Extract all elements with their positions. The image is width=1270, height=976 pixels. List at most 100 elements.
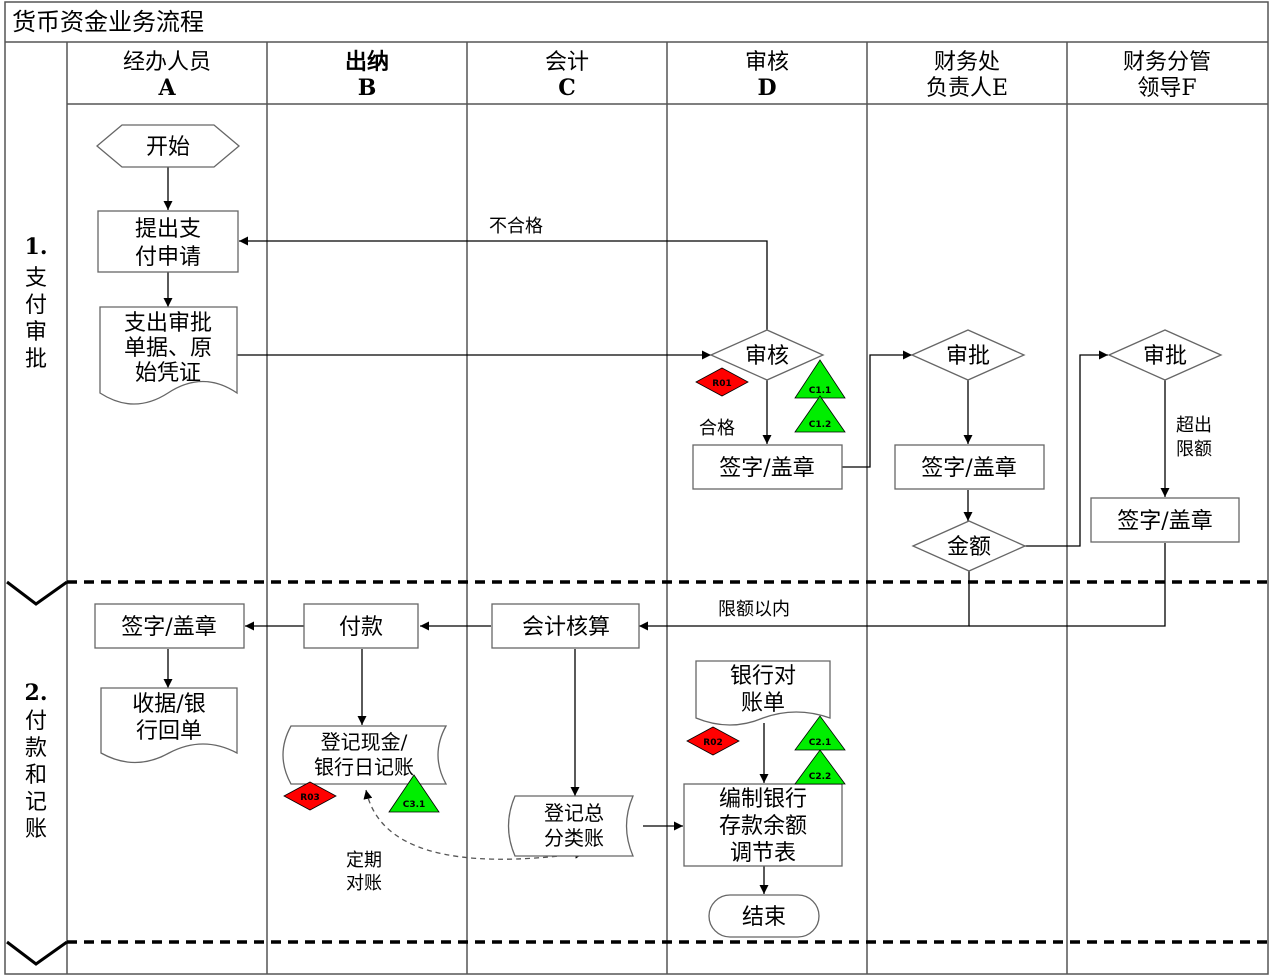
node-apply: 提出支 付申请: [97, 210, 239, 273]
node-amount: 金额: [911, 520, 1027, 572]
node-bank-statement-line: 账单: [741, 691, 785, 716]
node-end: 结束: [708, 894, 820, 938]
node-sign-f: 签字/盖章: [1090, 497, 1240, 543]
node-bank-statement-line: 银行对: [730, 664, 796, 689]
node-apply-line: 提出支: [135, 217, 201, 242]
control-badge-c1-1-label: C1.1: [809, 386, 832, 396]
lane-e-code: 负责人E: [926, 76, 1008, 101]
node-accounting-label: 会计核算: [522, 615, 610, 640]
node-docs-line: 始凭证: [135, 361, 201, 386]
edge-labels: 不合格 合格 超出 限额 限额以内 定期 对账: [346, 216, 1212, 894]
label-pass: 合格: [699, 418, 735, 439]
node-receipt: 收据/银 行回单: [100, 687, 238, 764]
node-approve-e: 审批: [910, 329, 1026, 381]
label-over-limit: 超出: [1176, 415, 1212, 436]
risk-badge-r01: R01: [695, 367, 749, 397]
edge-periodic-reconcile: [363, 789, 585, 860]
connectors: [163, 167, 1170, 894]
node-cash-journal-line: 银行日记账: [314, 755, 414, 779]
lane-f-name: 财务分管: [1123, 50, 1211, 75]
phase-2-char: 付: [25, 709, 47, 734]
node-docs-line: 单据、原: [124, 336, 212, 361]
node-pay-label: 付款: [339, 615, 383, 640]
risk-badge-r02: R02: [686, 726, 740, 756]
node-reconciliation-line: 调节表: [730, 841, 796, 866]
lane-d-name: 审核: [745, 50, 789, 75]
risk-badges: R01 R02 R03: [283, 367, 749, 811]
phase-2-char: 和: [25, 763, 47, 788]
node-sign-e: 签字/盖章: [894, 444, 1045, 490]
node-receipt-line: 行回单: [136, 719, 202, 744]
node-sign-a: 签字/盖章: [94, 603, 245, 649]
phase-2-char: 款: [25, 736, 47, 761]
phase-1-char: 批: [25, 347, 47, 372]
label-fail: 不合格: [489, 216, 543, 237]
node-reconciliation: 编制银行 存款余额 调节表: [683, 783, 843, 867]
node-sign-d-label: 签字/盖章: [719, 456, 814, 481]
node-receipt-line: 收据/银: [132, 692, 205, 717]
node-start: 开始: [95, 124, 241, 168]
node-sign-f-label: 签字/盖章: [1117, 509, 1212, 534]
control-badge-c1-1: C1.1: [794, 359, 846, 399]
lane-f-code: 领导F: [1137, 76, 1196, 101]
label-over-limit: 限额: [1176, 439, 1212, 460]
phase-2-char: 记: [25, 790, 47, 815]
node-docs: 支出审批 单据、原 始凭证: [99, 306, 238, 405]
lane-b-name: 出纳: [345, 49, 389, 75]
phase-dividers: [6, 580, 1268, 966]
phase-2-char: 账: [25, 817, 47, 842]
risk-badge-r01-label: R01: [712, 379, 731, 389]
node-reconciliation-line: 编制银行: [719, 787, 807, 812]
phase-1-char: 付: [25, 293, 47, 318]
control-badge-c2-1-label: C2.1: [809, 738, 832, 748]
node-accounting: 会计核算: [491, 603, 640, 649]
node-cash-journal: 登记现金/ 银行日记账: [282, 725, 448, 785]
control-badges: C1.1 C1.2 C2.1 C2.2 C3.1: [388, 359, 846, 813]
node-docs-line: 支出审批: [124, 311, 212, 336]
node-general-ledger: 登记总 分类账: [507, 795, 634, 857]
control-badge-c3-1-label: C3.1: [403, 800, 426, 810]
node-apply-line: 付申请: [135, 245, 201, 270]
label-within-limit: 限额以内: [718, 599, 790, 620]
control-badge-c2-2-label: C2.2: [809, 772, 832, 782]
node-approve-f-label: 审批: [1143, 344, 1187, 369]
node-approve-f: 审批: [1107, 329, 1223, 381]
node-sign-d: 签字/盖章: [692, 444, 843, 490]
node-bank-statement: 银行对 账单: [695, 660, 831, 726]
node-end-label: 结束: [742, 905, 786, 930]
phase-1-number: 1.: [25, 234, 48, 260]
node-sign-e-label: 签字/盖章: [921, 456, 1016, 481]
edge-amount-accounting: [639, 571, 970, 631]
control-badge-c1-2-label: C1.2: [809, 420, 832, 430]
node-approve-e-label: 审批: [946, 344, 990, 369]
phase-labels: 1. 支 付 审 批 2. 付 款 和 记 账: [25, 234, 48, 842]
node-review: 审核: [709, 329, 825, 381]
label-periodic: 对账: [346, 873, 382, 894]
lane-a-code: A: [157, 75, 176, 101]
node-amount-label: 金额: [947, 535, 991, 560]
label-periodic: 定期: [346, 850, 382, 871]
node-start-label: 开始: [146, 135, 190, 160]
lane-d-code: D: [757, 75, 776, 101]
node-review-label: 审核: [745, 344, 789, 369]
lane-headers: 经办人员 A 出纳 B 会计 C 审核 D 财务处 负责人E 财务分管 领导F: [123, 49, 1211, 101]
lane-b-code: B: [358, 75, 377, 101]
control-badge-c3-1: C3.1: [388, 774, 440, 813]
node-reconciliation-line: 存款余额: [719, 814, 807, 839]
edge-amount-approve-f: [1024, 350, 1108, 547]
lane-c-code: C: [558, 75, 576, 101]
phase-1-char: 支: [25, 266, 47, 291]
phase-2-number: 2.: [25, 680, 48, 706]
node-general-ledger-line: 登记总: [544, 801, 604, 825]
risk-badge-r03: R03: [283, 781, 337, 811]
control-badge-c2-2: C2.2: [794, 749, 846, 785]
edge-sign-d-approve-e: [842, 350, 912, 468]
node-cash-journal-line: 登记现金/: [321, 730, 408, 754]
node-sign-a-label: 签字/盖章: [121, 615, 216, 640]
node-general-ledger-line: 分类账: [544, 826, 604, 850]
edge-sign-f-accounting: [969, 543, 1166, 627]
diagram-title: 货币资金业务流程: [12, 8, 204, 36]
control-badge-c2-1: C2.1: [794, 715, 846, 751]
node-pay: 付款: [303, 603, 419, 649]
